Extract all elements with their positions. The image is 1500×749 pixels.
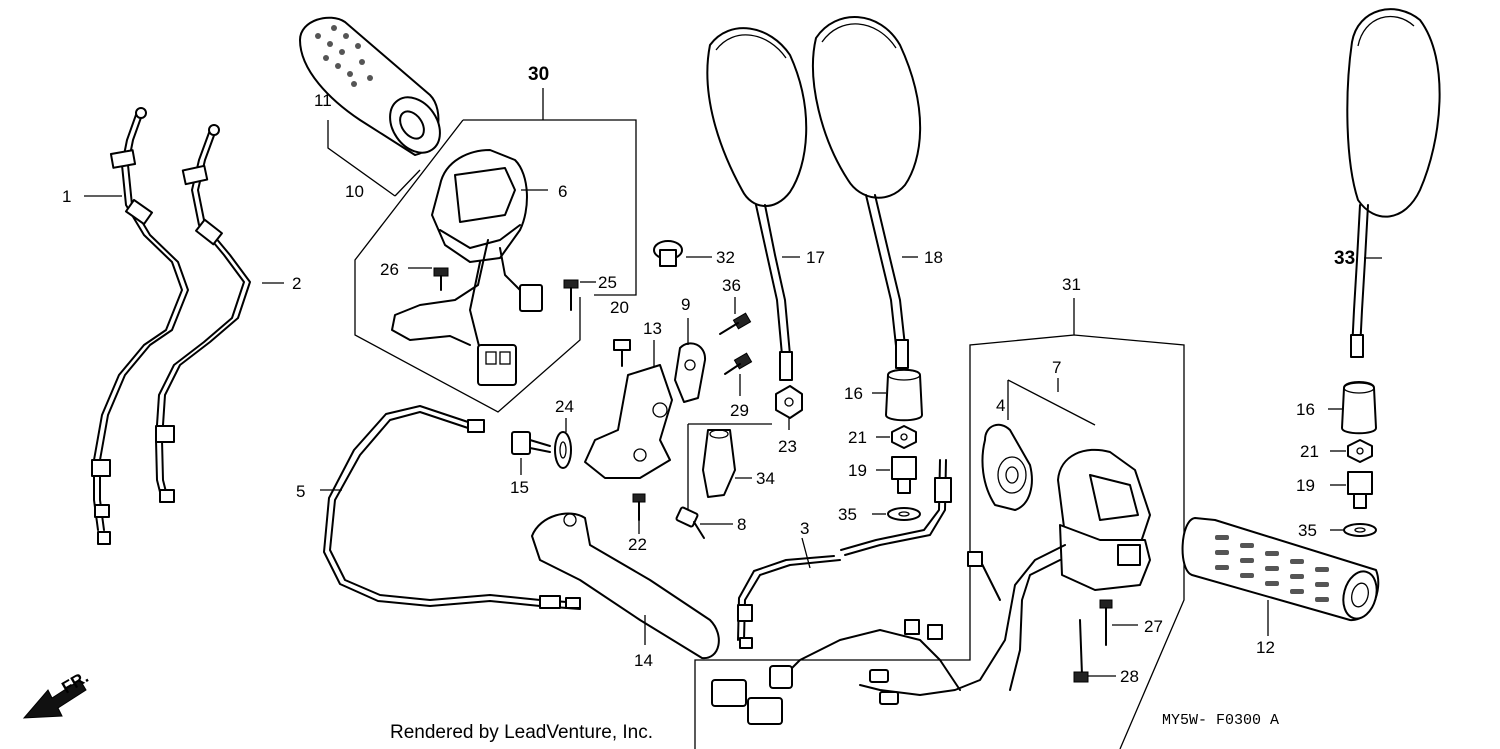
nut-23 — [775, 385, 803, 419]
adapter-19a — [891, 456, 917, 494]
callout-27: 27 — [1144, 617, 1163, 636]
screw-28 — [1073, 619, 1089, 683]
left-switch-housing — [391, 149, 543, 386]
callout-33: 33 — [1334, 248, 1355, 269]
nut-21b — [1347, 439, 1373, 463]
front-direction-arrow: FR. — [22, 667, 92, 719]
callout-4: 4 — [996, 396, 1005, 415]
throttle-cable-2 — [155, 124, 251, 503]
callout-9: 9 — [681, 295, 690, 314]
clutch-lever — [531, 512, 720, 660]
clamp-9 — [674, 342, 707, 403]
adapter-19b — [1347, 471, 1373, 509]
switch-8 — [675, 506, 705, 539]
screw-25 — [563, 279, 579, 311]
callout-20: 20 — [610, 298, 629, 317]
callout-16a: 16 — [844, 384, 863, 403]
callout-13: 13 — [643, 319, 662, 338]
mirror-33 — [1346, 8, 1441, 358]
right-wiring-harness — [711, 544, 1066, 725]
screw-22 — [632, 493, 646, 521]
callout-26: 26 — [380, 260, 399, 279]
callout-28: 28 — [1120, 667, 1139, 686]
callout-17: 17 — [806, 248, 825, 267]
callout-7: 7 — [1052, 358, 1061, 377]
callout-23: 23 — [778, 437, 797, 456]
callout-11: 11 — [314, 91, 332, 110]
callout-19a: 19 — [848, 461, 867, 480]
callout-12: 12 — [1256, 638, 1275, 657]
callout-35a: 35 — [838, 505, 857, 524]
screw-26 — [433, 267, 449, 291]
throttle-grip — [299, 16, 441, 156]
callout-35b: 35 — [1298, 521, 1317, 540]
callout-3: 3 — [800, 519, 809, 538]
throttle-pulley-4 — [981, 423, 1033, 511]
callout-5: 5 — [296, 482, 305, 501]
washer-35a — [887, 507, 921, 521]
nut-21a — [891, 425, 917, 449]
callout-34: 34 — [756, 469, 775, 488]
screw-27 — [1099, 599, 1113, 646]
callout-25: 25 — [598, 273, 617, 292]
mirror-boot-16b — [1341, 381, 1377, 435]
callout-1: 1 — [62, 187, 71, 206]
mirror-boot-16a — [885, 368, 923, 422]
adjuster-15 — [511, 431, 551, 455]
callout-36: 36 — [722, 276, 741, 295]
right-grip — [1181, 517, 1380, 622]
callout-18: 18 — [924, 248, 943, 267]
callout-30: 30 — [528, 64, 549, 85]
callout-21b: 21 — [1300, 442, 1319, 461]
callout-2: 2 — [292, 274, 301, 293]
callout-24: 24 — [555, 397, 574, 416]
cable-3 — [737, 459, 952, 649]
callout-22: 22 — [628, 535, 647, 554]
throttle-cable-1 — [91, 107, 189, 545]
callout-29: 29 — [730, 401, 749, 420]
credit-text: Rendered by LeadVenture, Inc. — [390, 722, 653, 743]
callout-8: 8 — [737, 515, 746, 534]
washer-35b — [1343, 523, 1377, 537]
screw-36 — [719, 312, 752, 335]
callout-21a: 21 — [848, 428, 867, 447]
washer-24 — [554, 431, 572, 469]
callout-16b: 16 — [1296, 400, 1315, 419]
lever-bracket — [584, 364, 673, 479]
pivot-bolt-20 — [613, 339, 631, 367]
right-switch-housing — [1057, 448, 1151, 591]
clamp-34 — [702, 429, 736, 498]
cap-32 — [653, 240, 683, 267]
callout-19b: 19 — [1296, 476, 1315, 495]
screw-29 — [724, 352, 753, 375]
callouts: 1 2 3 4 5 6 7 8 9 10 11 12 13 14 15 16 1… — [62, 64, 1355, 686]
callout-31: 31 — [1062, 275, 1081, 294]
callout-6: 6 — [558, 182, 567, 201]
clutch-cable — [323, 405, 581, 610]
mirror-17 — [706, 27, 808, 381]
callout-10: 10 — [345, 182, 364, 201]
mirror-18 — [812, 16, 922, 369]
callout-14: 14 — [634, 651, 653, 670]
callout-32: 32 — [716, 248, 735, 267]
callout-15: 15 — [510, 478, 529, 497]
diagram-code: MY5W- F0300 A — [1162, 712, 1279, 729]
